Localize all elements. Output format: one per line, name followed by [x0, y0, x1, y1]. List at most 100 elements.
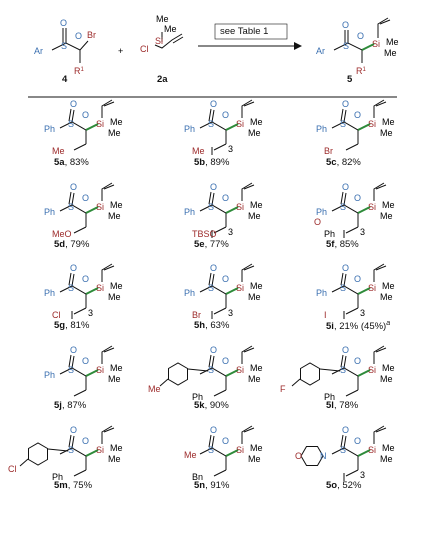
- silicon-atom: Si: [368, 365, 376, 375]
- oxygen-top: O: [210, 425, 217, 435]
- sulfur-atom: S: [208, 445, 214, 455]
- chain-substituent: Br: [324, 146, 333, 156]
- reactant-4-label: 4: [62, 74, 68, 85]
- si-methyl-1: Me: [110, 281, 123, 291]
- sulfur-atom: S: [340, 445, 346, 455]
- oxygen-top: O: [210, 345, 217, 355]
- compound-label-5m: 5m, 75%: [54, 480, 93, 491]
- silicon-atom: Si: [96, 283, 104, 293]
- reaction-arrow-head: [294, 42, 302, 50]
- chain-substituent: Cl: [52, 310, 61, 320]
- si-methyl-1: Me: [382, 200, 395, 210]
- new-bond-highlight: [357, 449, 371, 457]
- product-5-bond-highlight: [361, 43, 375, 51]
- chain-repeat-count: 3: [228, 227, 233, 237]
- oxygen-top: O: [70, 99, 77, 109]
- aryl-substituent: F: [280, 384, 286, 394]
- si-methyl-2: Me: [248, 374, 261, 384]
- morpholine-o: O: [295, 451, 302, 461]
- compound-label-5h: 5h, 63%: [194, 320, 230, 331]
- new-bond-highlight: [357, 206, 371, 214]
- new-bond-highlight: [225, 123, 239, 131]
- arrow-label: see Table 1: [220, 26, 269, 37]
- compound-label-5j: 5j, 87%: [54, 400, 87, 411]
- oxygen-mid: O: [82, 274, 89, 284]
- oxygen-mid: O: [222, 193, 229, 203]
- si-methyl-1: Me: [382, 443, 395, 453]
- sulfur-atom: S: [68, 445, 74, 455]
- new-bond-highlight: [357, 123, 371, 131]
- oxygen-top: O: [342, 345, 349, 355]
- si-methyl-2: Me: [380, 128, 393, 138]
- chain-substituent: Bn: [192, 472, 203, 482]
- oxygen-top: O: [210, 99, 217, 109]
- oxygen-mid: O: [222, 356, 229, 366]
- aryl-ring: [28, 442, 48, 466]
- product-5-o-mid: O: [357, 31, 364, 41]
- oxygen-mid: O: [222, 110, 229, 120]
- oxygen-mid: O: [354, 436, 361, 446]
- chain-substituent: Me: [192, 146, 205, 156]
- oxygen-mid: O: [222, 274, 229, 284]
- silicon-atom: Si: [96, 202, 104, 212]
- reactant-2a-si: Si: [155, 36, 163, 46]
- silicon-atom: Si: [236, 202, 244, 212]
- new-bond-highlight: [225, 449, 239, 457]
- si-methyl-2: Me: [108, 292, 121, 302]
- compound-label-5i: 5i, 21% (45%)a: [326, 320, 391, 333]
- new-bond-highlight: [357, 369, 371, 377]
- reactant-4-s: S: [61, 41, 67, 51]
- si-methyl-1: Me: [250, 281, 263, 291]
- si-methyl-1: Me: [110, 363, 123, 373]
- oxygen-top: O: [210, 182, 217, 192]
- compound-label-5k: 5k, 90%: [194, 400, 229, 411]
- sulfur-atom: S: [68, 202, 74, 212]
- compound-label-5e: 5e, 77%: [194, 239, 229, 250]
- reactant-4-o-top: O: [60, 18, 67, 28]
- aryl-ring: [300, 362, 320, 386]
- compound-label-5o: 5o, 52%: [326, 480, 362, 491]
- sulfonyl-group: Ph: [44, 370, 55, 380]
- silicon-atom: Si: [368, 283, 376, 293]
- silicon-atom: Si: [368, 202, 376, 212]
- reactant-2a-structure: [154, 32, 184, 49]
- product-5-si: Si: [372, 39, 380, 49]
- oxygen-mid: O: [82, 356, 89, 366]
- sulfonyl-group: Ph: [316, 288, 327, 298]
- chain-repeat-count: 3: [228, 308, 233, 318]
- chain-substituent: Ph: [192, 392, 203, 402]
- sulfur-atom: S: [208, 119, 214, 129]
- reactant-4-ar: Ar: [34, 46, 43, 56]
- oxygen-mid: O: [354, 193, 361, 203]
- si-methyl-2: Me: [108, 454, 121, 464]
- silicon-atom: Si: [368, 445, 376, 455]
- morpholine-ring: [300, 446, 324, 466]
- si-methyl-1: Me: [250, 443, 263, 453]
- sulfonyl-group: Ph: [316, 124, 327, 134]
- oxygen-top: O: [342, 263, 349, 273]
- sulfur-atom: S: [340, 365, 346, 375]
- compound-label-5a: 5a, 83%: [54, 157, 89, 168]
- oxygen-mid: O: [82, 436, 89, 446]
- aryl-substituent: Me: [148, 384, 161, 394]
- sulfur-atom: S: [340, 119, 346, 129]
- silicon-atom: Si: [236, 283, 244, 293]
- reactant-2a-cl: Cl: [140, 44, 149, 54]
- compound-label-5b: 5b, 89%: [194, 157, 230, 168]
- sulfur-atom: S: [68, 283, 74, 293]
- oxygen-top: O: [210, 263, 217, 273]
- si-methyl-2: Me: [380, 292, 393, 302]
- aryl-substituent: Cl: [8, 464, 17, 474]
- oxygen-top: O: [342, 425, 349, 435]
- reactant-4-o-mid: O: [75, 31, 82, 41]
- compound-label-5n: 5n, 91%: [194, 480, 230, 491]
